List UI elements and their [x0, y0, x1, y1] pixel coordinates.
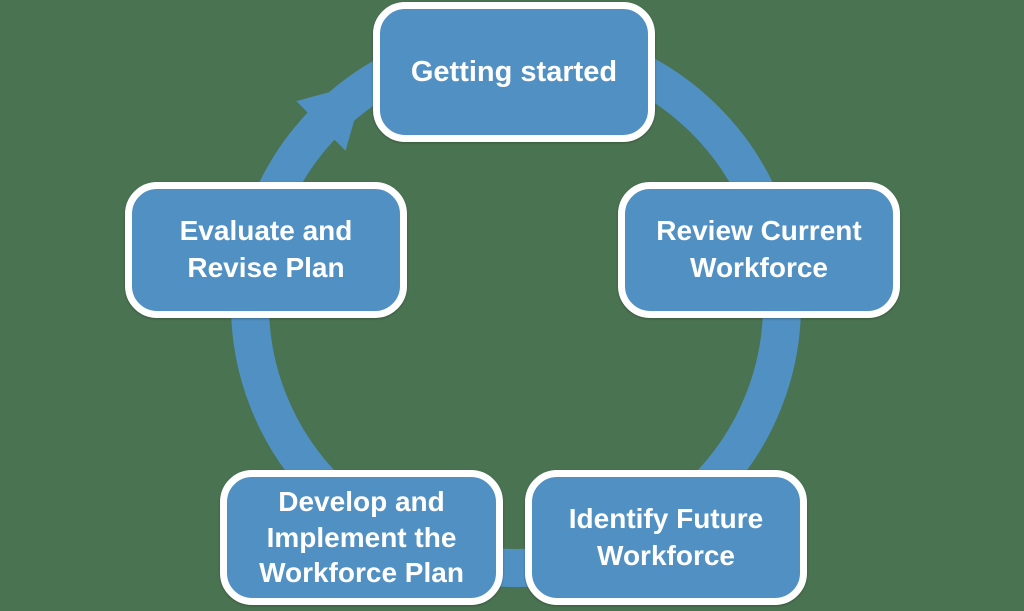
node-label-line: Evaluate and	[179, 215, 353, 247]
node-label-line: Workforce Plan	[259, 557, 464, 589]
node-label-line: Workforce	[597, 539, 735, 571]
node-develop-implement-workforce-plan: Develop and Implement the Workforce Plan	[220, 470, 503, 605]
node-review-current-workforce: Review Current Workforce	[618, 182, 900, 318]
node-label-line: Implement the	[266, 521, 457, 553]
node-label-line: Identify Future	[568, 502, 764, 534]
node-label-line: Develop and	[278, 485, 445, 517]
node-label-line: Revise Plan	[187, 252, 345, 283]
node-label-line: Getting started	[410, 55, 618, 88]
node-getting-started: Getting started	[373, 2, 655, 142]
node-identify-future-workforce: Identify Future Workforce	[525, 470, 807, 605]
node-evaluate-revise-plan: Evaluate and Revise Plan	[125, 182, 407, 318]
node-label-line: Review Current	[656, 215, 862, 247]
node-label-line: Workforce	[690, 252, 828, 283]
